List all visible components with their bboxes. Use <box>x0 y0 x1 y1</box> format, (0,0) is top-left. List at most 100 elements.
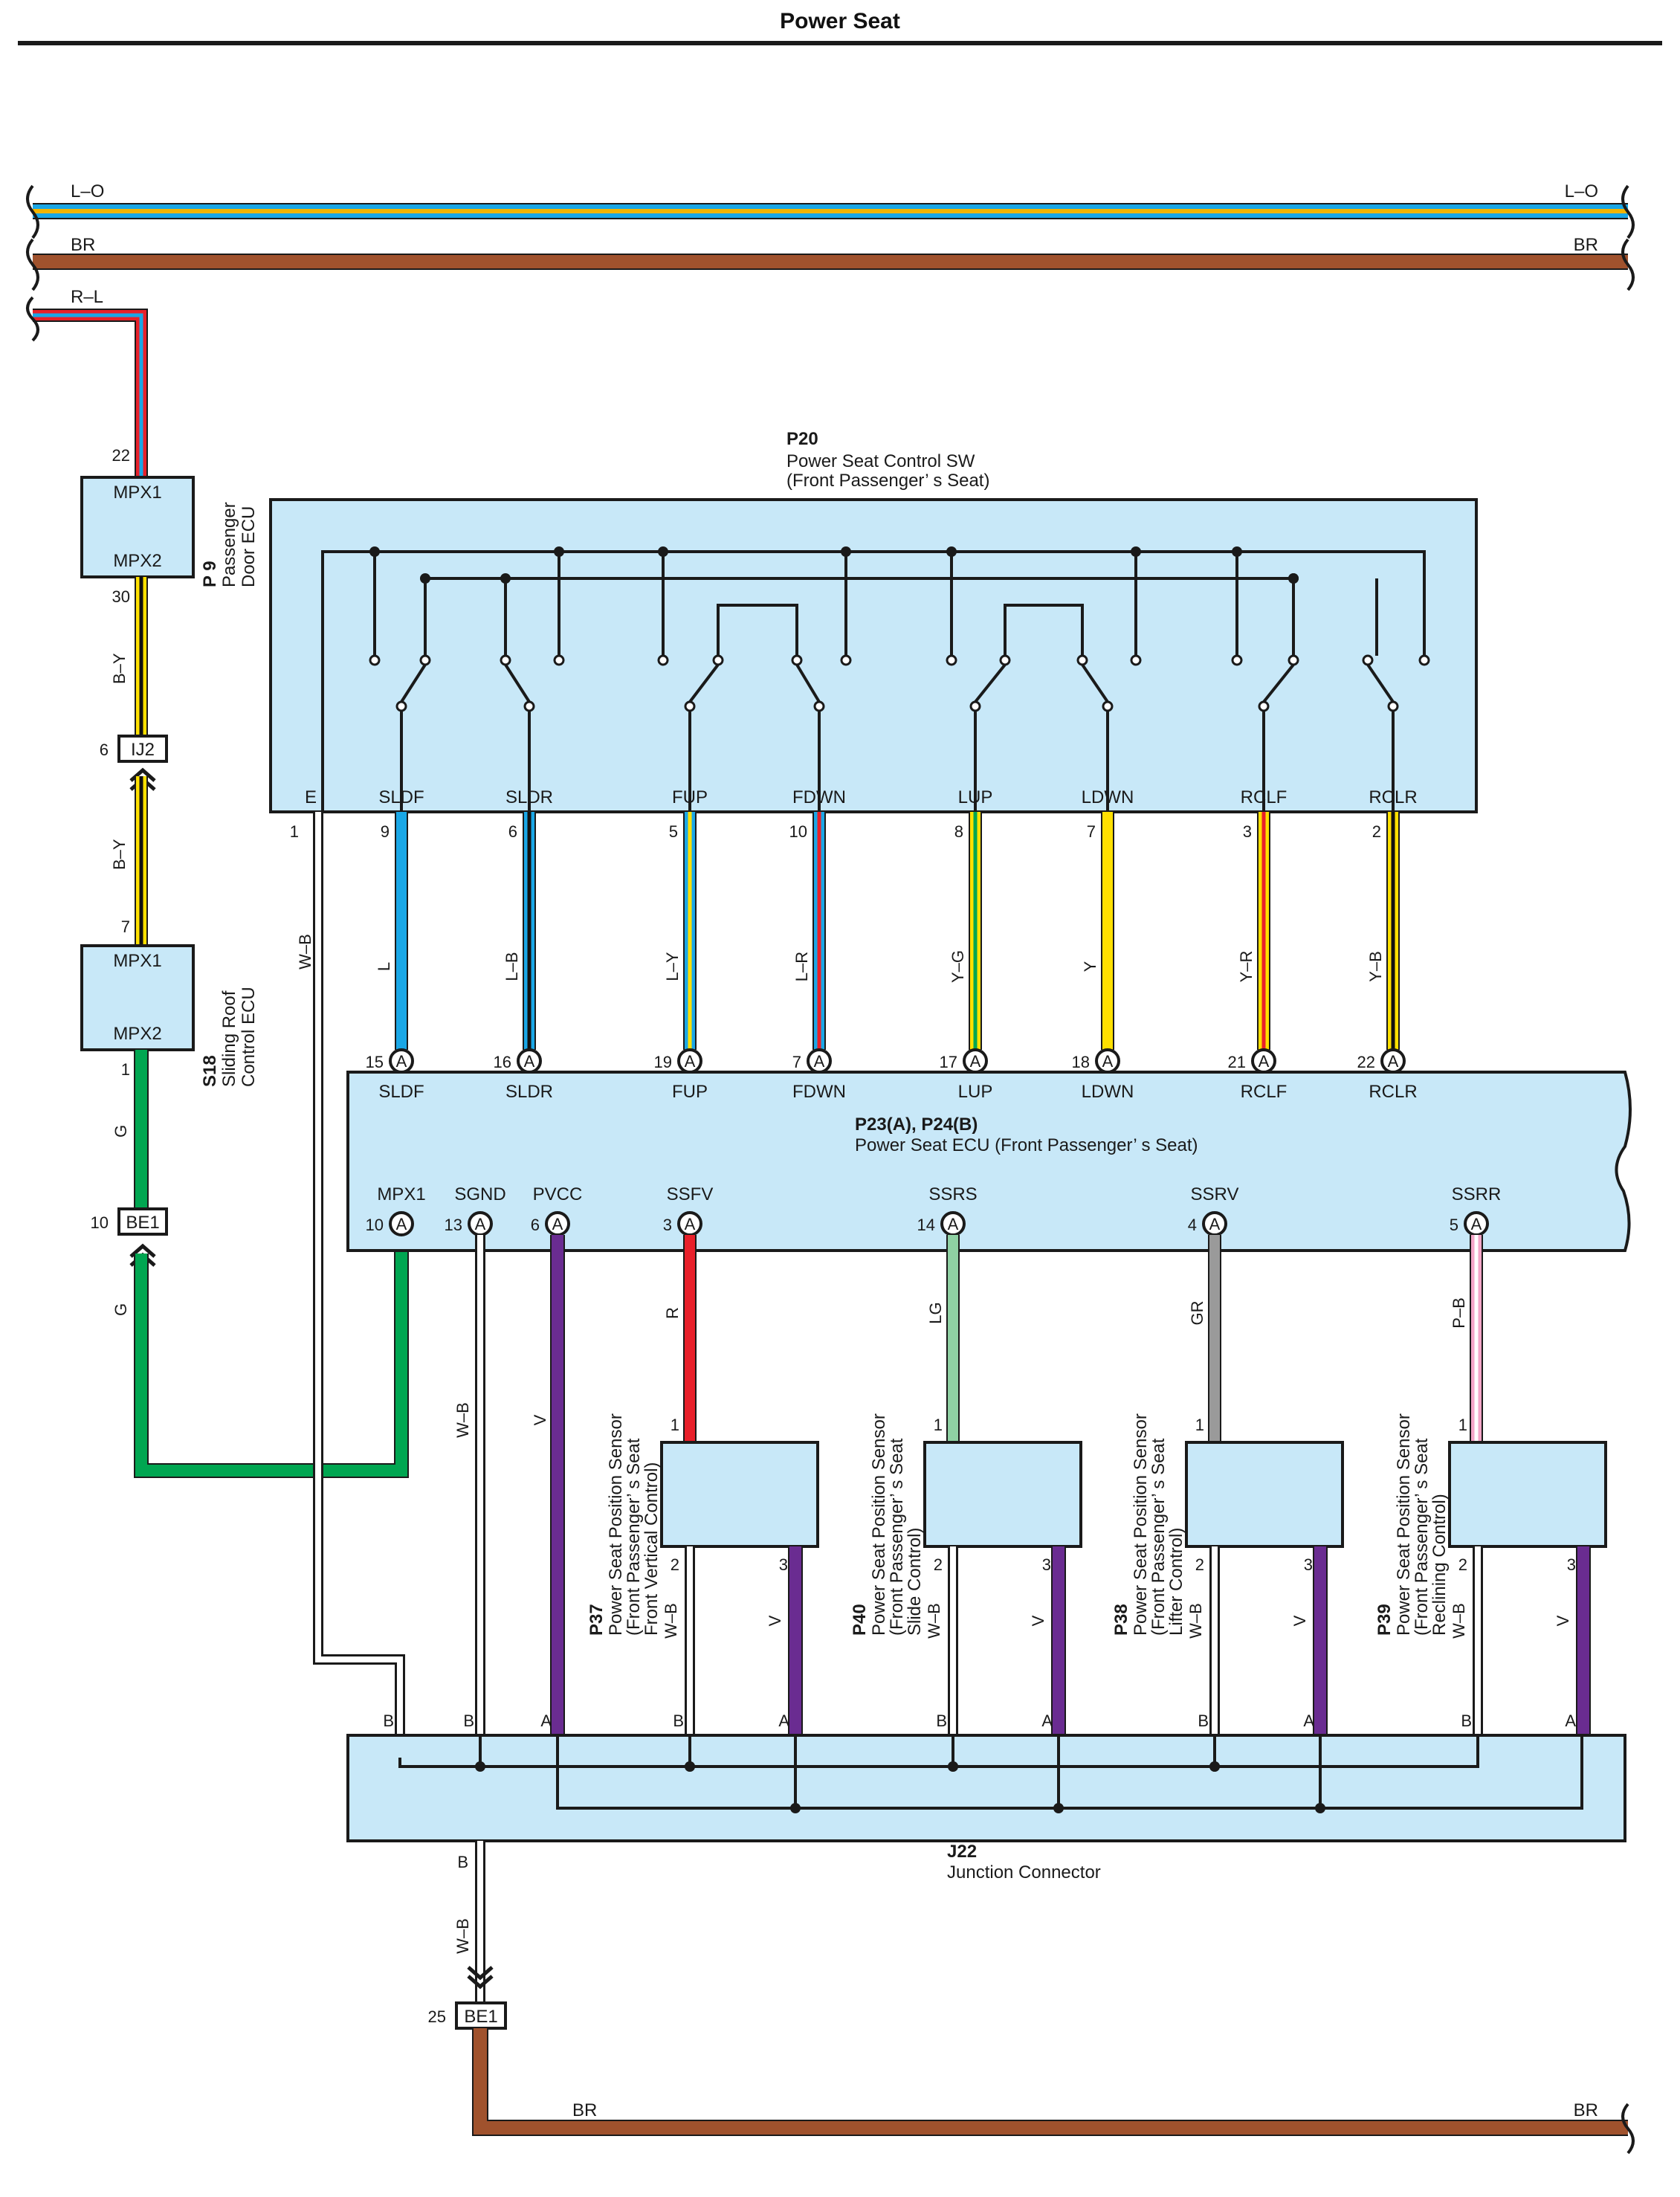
ecu-top-pin-circle-6 <box>1251 1048 1276 1074</box>
ecu-top-pin-circle-1 <box>517 1048 542 1074</box>
wire-label-sensor-vcc-p37: V <box>766 1615 784 1626</box>
wire-label-w-b-left: W–B <box>296 934 314 970</box>
switch-contact <box>1076 654 1088 666</box>
switch-blade <box>1081 663 1109 703</box>
switch-pin-e: 1 <box>290 822 299 841</box>
switch-pole <box>813 700 825 712</box>
wire-label-sensor-signal-3: P–B <box>1450 1297 1468 1329</box>
wire-label-sensor-gnd-p39: W–B <box>1450 1603 1468 1639</box>
be1-b-pin: 25 <box>428 2007 446 2026</box>
sensor-name3-p40: Slide Control) <box>905 1528 925 1636</box>
sensor-name1-p40: Power Seat Position Sensor <box>869 1413 889 1636</box>
wire-label-sensor-vcc-p38: V <box>1290 1615 1309 1626</box>
sensor-pin3-p39: 3 <box>1567 1555 1576 1574</box>
switch-blade <box>688 663 720 703</box>
ecu-top-term-fup: FUP <box>672 1082 708 1102</box>
switch-contact <box>840 654 852 666</box>
bottom-bus-label-right: BR <box>1574 2100 1598 2120</box>
sensor-name2-p37: (Front Passenger’ s Seat <box>624 1438 644 1636</box>
switch-pole <box>1387 700 1399 712</box>
junction-pin-0: B <box>383 1712 394 1730</box>
switch-pole <box>684 700 696 712</box>
ecu-bottom-pin-num-pvcc: 6 <box>531 1216 540 1234</box>
wire-w-b-e-body <box>315 812 403 1758</box>
bus-br-label-left: BR <box>71 235 95 255</box>
bus-br-break-left <box>26 238 39 291</box>
switch-term-fup: FUP <box>672 787 708 807</box>
ecu-top-term-ldwn: LDWN <box>1082 1082 1134 1102</box>
ecu-top-term-sldf: SLDF <box>378 1082 424 1102</box>
switch-pin-rclf: 3 <box>1243 822 1252 841</box>
wire-label-b-y-1: B–Y <box>110 653 129 684</box>
sensor-box-p39 <box>1448 1441 1607 1548</box>
wire-label-pvcc: V <box>531 1414 549 1425</box>
wire-body <box>135 1233 407 1477</box>
ecu-box <box>346 1071 1632 1252</box>
junction-box <box>346 1734 1626 1842</box>
wire-w-b-e-outline <box>313 812 405 1758</box>
door-ecu-mpx2: MPX2 <box>113 551 161 571</box>
switch-term-sldf: SLDF <box>378 787 424 807</box>
junction-pin-7: B <box>1198 1712 1209 1730</box>
switch-name-2: (Front Passenger’ s Seat) <box>786 471 989 491</box>
door-ecu-mpx1: MPX1 <box>113 483 161 503</box>
be1-a-label: BE1 <box>126 1213 159 1233</box>
page-title: Power Seat <box>780 9 900 33</box>
switch-contact <box>1231 654 1243 666</box>
junction-pin-4: A <box>778 1712 789 1730</box>
ij2-box <box>117 735 168 763</box>
door-ecu-name-2: Door ECU <box>239 506 259 587</box>
junction-pin-6: A <box>1041 1712 1053 1730</box>
wire-label-b-y-2: B–Y <box>110 839 129 870</box>
switch-term-sldr: SLDR <box>505 787 553 807</box>
ecu-bottom-pin-num-ssfv: 3 <box>663 1216 672 1234</box>
junction-dot <box>1209 1761 1220 1772</box>
door-ecu-id: P 9 <box>200 561 220 587</box>
wire-label-fup: L–Y <box>663 952 682 981</box>
roof-ecu-mpx2: MPX2 <box>113 1024 161 1044</box>
sensor-name3-p38: Lifter Control) <box>1166 1528 1186 1636</box>
switch-pole <box>523 700 535 712</box>
sensor-pin3-p40: 3 <box>1042 1555 1051 1574</box>
pin-a-letter: A <box>524 1052 535 1071</box>
junction-pin-9: B <box>1461 1712 1472 1730</box>
wire-label-lup: Y–G <box>949 950 967 983</box>
ecu-top-pin-circle-3 <box>807 1048 832 1074</box>
switch-blade <box>974 663 1007 703</box>
wire-label-sensor-signal-1: LG <box>926 1302 945 1323</box>
ecu-top-pin-num-rclr: 22 <box>1357 1053 1375 1071</box>
switch-contact <box>946 654 957 666</box>
switch-pin-fup: 5 <box>669 822 678 841</box>
ecu-top-pin-circle-7 <box>1380 1048 1406 1074</box>
ecu-bottom-pin-num-ssrs: 14 <box>917 1216 935 1234</box>
wire-label-sensor-signal-0: R <box>663 1307 682 1319</box>
wire-label-sldf: L <box>375 962 393 971</box>
wire-label-sensor-gnd-p40: W–B <box>925 1603 943 1639</box>
switch-pin-sldr: 6 <box>508 822 517 841</box>
sensor-name3-p37: Front Vertical Control) <box>642 1462 662 1636</box>
wire-r-l <box>33 309 148 477</box>
door-ecu-pin-30: 30 <box>112 587 130 606</box>
sensor-id-p38: P38 <box>1111 1604 1131 1636</box>
be1-b-label: BE1 <box>464 2007 497 2027</box>
bus-lo-label-left: L–O <box>71 181 104 201</box>
pin-a-letter: A <box>685 1215 696 1233</box>
junction-dot <box>948 1761 958 1772</box>
ecu-bottom-pin-num-mpx1: 10 <box>366 1216 384 1234</box>
door-ecu-box <box>80 476 195 578</box>
junction-pin-10: A <box>1565 1712 1576 1730</box>
ecu-top-pin-circle-0 <box>389 1048 414 1074</box>
ecu-id: P23(A), P24(B) <box>855 1114 978 1135</box>
wire-label-sensor-gnd-p37: W–B <box>662 1603 680 1639</box>
ecu-top-pin-num-lup: 17 <box>940 1053 957 1071</box>
ecu-top-pin-circle-4 <box>963 1048 988 1074</box>
pin-a-letter: A <box>475 1215 486 1233</box>
junction-dot <box>790 1803 801 1813</box>
wire-body <box>474 2028 1628 2135</box>
switch-contact <box>419 654 431 666</box>
switch-pole <box>395 700 407 712</box>
switch-term-ldwn: LDWN <box>1082 787 1134 807</box>
sensor-id-p39: P39 <box>1374 1604 1395 1636</box>
ecu-name: Power Seat ECU (Front Passenger’ s Seat) <box>855 1135 1198 1155</box>
